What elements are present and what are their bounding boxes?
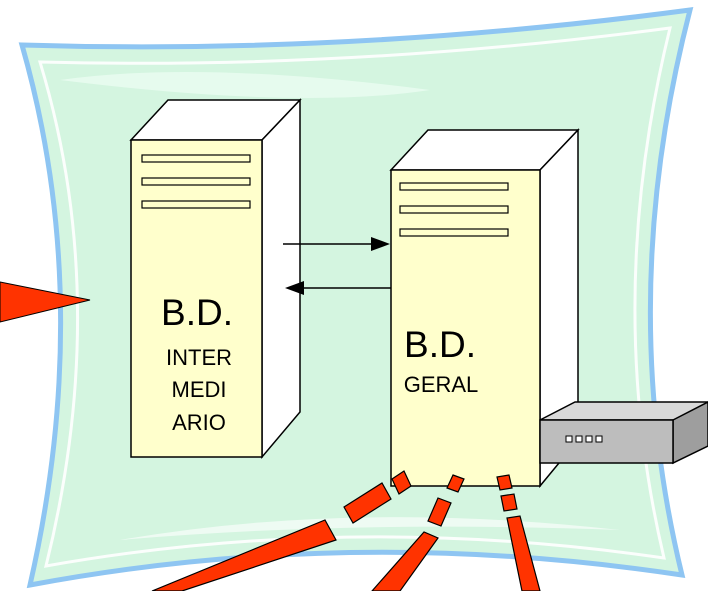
- device-led-1: [565, 435, 573, 443]
- link-1-segment-b: [343, 482, 392, 524]
- server-right-line-1: GERAL: [404, 372, 479, 397]
- red-links: [151, 470, 541, 591]
- server-right-slot-1: [399, 182, 509, 191]
- server-geral: B.D. GERAL: [389, 128, 580, 489]
- server-right-title: B.D.: [404, 324, 476, 365]
- device-led-3: [585, 435, 593, 443]
- frame-highlight-strip: [60, 72, 430, 98]
- server-left-line-3: ARIO: [172, 410, 226, 435]
- link-2-segment-a: [446, 474, 465, 493]
- arrow-to-geral-head: [371, 237, 390, 251]
- server-left-title: B.D.: [161, 292, 233, 333]
- sync-arrows: [283, 237, 391, 295]
- link-2-segment-c: [371, 531, 439, 591]
- device-led-4: [595, 435, 603, 443]
- link-3-segment-a: [496, 474, 513, 491]
- frame-border-inner: [37, 26, 672, 568]
- frame-border-outer: [18, 7, 694, 589]
- server-left-slot-2: [141, 177, 251, 186]
- server-left-slot-3: [141, 200, 251, 209]
- link-1-segment-c: [151, 519, 337, 591]
- server-left-slot-1: [141, 154, 251, 163]
- server-left-face: [130, 139, 263, 458]
- link-2-segment-b: [427, 497, 452, 527]
- network-device: [539, 401, 708, 465]
- server-right-slot-2: [399, 205, 509, 214]
- link-1-segment-a: [391, 470, 412, 495]
- device-face: [539, 419, 674, 464]
- link-3-segment-c: [506, 515, 541, 591]
- arrow-to-intermediario-head: [285, 281, 304, 295]
- link-3-segment-b: [500, 493, 518, 512]
- left-pointer-arrow: [0, 281, 91, 323]
- device-led-2: [575, 435, 583, 443]
- server-right-face: [390, 169, 541, 487]
- server-right-slot-3: [399, 228, 509, 237]
- frame-highlight-strip-2: [120, 517, 620, 540]
- server-left-line-2: MEDI: [172, 377, 227, 402]
- server-left-side: [261, 98, 301, 460]
- server-intermediario: B.D. INTER MEDI ARIO: [129, 98, 302, 460]
- server-left-line-1: INTER: [166, 345, 232, 370]
